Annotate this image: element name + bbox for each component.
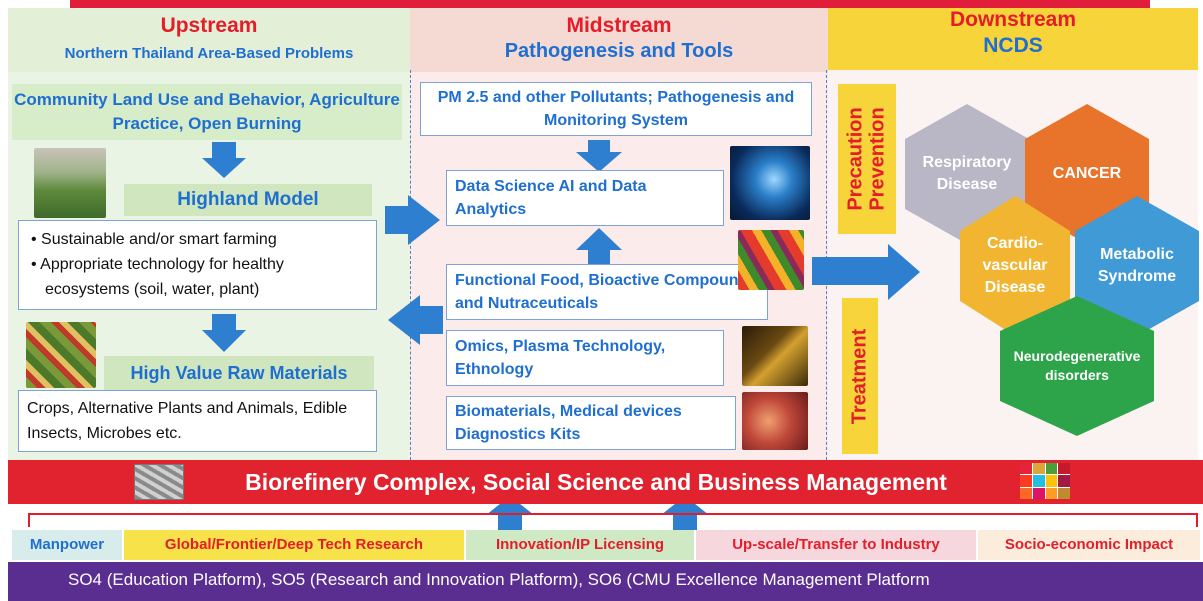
outcome-innovation: Innovation/IP Licensing xyxy=(466,530,694,560)
upstream-header xyxy=(8,8,410,72)
raw-materials-text-box: Crops, Alternative Plants and Animals, E… xyxy=(18,390,377,452)
upstream-subtitle: Northern Thailand Area-Based Problems xyxy=(64,45,354,62)
high-value-raw-materials-title: High Value Raw Materials xyxy=(104,356,374,390)
upstream-title: Upstream xyxy=(160,14,258,37)
community-land-use-box: Community Land Use and Behavior, Agricul… xyxy=(12,84,402,140)
bullet-item: • Sustainable and/or smart farming xyxy=(31,231,277,248)
midstream-title: Midstream xyxy=(566,14,672,37)
platforms-bar: SO4 (Education Platform), SO5 (Research … xyxy=(8,562,1203,601)
food-image xyxy=(738,230,804,290)
raw-materials-image xyxy=(26,322,96,388)
downstream-subtitle: NCDS xyxy=(983,34,1043,57)
midstream-subtitle: Pathogenesis and Tools xyxy=(504,40,734,62)
omics-box: Omics, Plasma Technology, Ethnology xyxy=(446,330,724,386)
midstream-header xyxy=(410,8,828,72)
right-arrow-midstream xyxy=(812,244,920,300)
outcomes-bracket xyxy=(28,513,1198,527)
top-accent-bar xyxy=(70,0,1150,8)
downstream-header xyxy=(828,8,1198,70)
biorefinery-title: Biorefinery Complex, Social Science and … xyxy=(245,469,947,495)
highland-bullet-list: • Sustainable and/or smart farming • App… xyxy=(27,227,368,302)
column-divider-left xyxy=(410,70,411,460)
functional-food-box: Functional Food, Bioactive Compounds and… xyxy=(446,264,768,320)
dna-image xyxy=(742,326,808,386)
highland-landscape-image xyxy=(34,148,106,218)
pm25-box: PM 2.5 and other Pollutants; Pathogenesi… xyxy=(420,82,812,136)
data-science-box: Data Science AI and Data Analytics xyxy=(446,170,724,226)
down-arrow-community xyxy=(202,142,246,178)
outcome-research: Global/Frontier/Deep Tech Research xyxy=(124,530,464,560)
biorefinery-bar xyxy=(8,460,1203,504)
highland-bullets-box: • Sustainable and/or smart farming • App… xyxy=(18,220,377,310)
up-arrow-food xyxy=(576,228,622,264)
medical-device-image xyxy=(742,392,808,450)
biomaterials-box: Biomaterials, Medical devices Diagnostic… xyxy=(446,396,736,450)
downstream-title: Downstream xyxy=(949,8,1077,31)
ai-brain-image xyxy=(730,146,810,220)
highland-model-title: Highland Model xyxy=(124,184,372,216)
outcome-manpower: Manpower xyxy=(12,530,122,560)
sdg-icons xyxy=(1020,463,1070,499)
treatment-label: Treatment xyxy=(842,298,878,454)
down-arrow-highland xyxy=(202,314,246,352)
biorefinery-plant-image xyxy=(134,464,184,500)
bullet-item: • Appropriate technology for healthy eco… xyxy=(31,256,284,298)
prevention-label: Precaution Prevention xyxy=(838,84,896,234)
outcome-socioeconomic: Socio-economic Impact xyxy=(978,530,1200,560)
right-arrow-upstream xyxy=(385,195,440,245)
left-arrow-midstream xyxy=(388,295,443,345)
down-arrow-pm xyxy=(576,140,622,172)
outcome-upscale: Up-scale/Transfer to Industry xyxy=(696,530,976,560)
